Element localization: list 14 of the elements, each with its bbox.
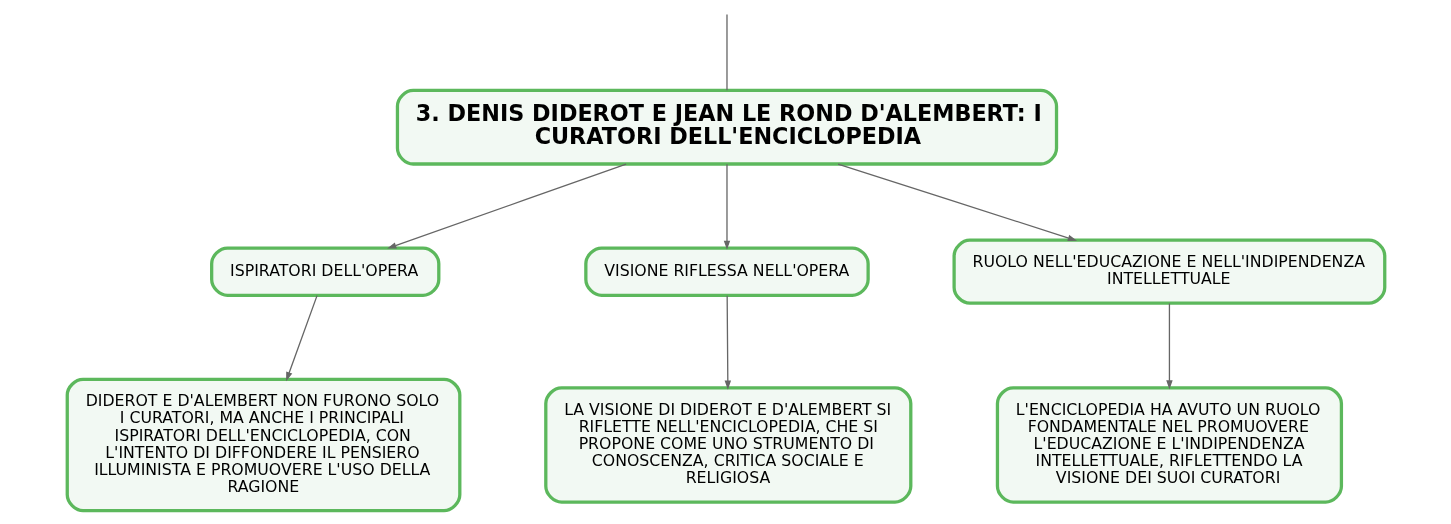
node-box: DIDEROT E D'ALEMBERT NON FURONO SOLO I CURATORI, MA ANCHE I PRINCIPALI ISPIRATORI DELL'ENCICLOPEDIA, CON L'INTENTO DI DIFFONDERE IL PENSIERO ILLUMINISTA E PROMUOVERE L'USO DELLA RAGIONE: [65, 377, 461, 513]
arrow: [386, 163, 627, 249]
arrow: [285, 295, 318, 382]
node-box: RUOLO NELL'EDUCAZIONE E NELL'INDIPENDENZA INTELLETTUALE: [952, 238, 1386, 305]
node-box: L'ENCICLOPEDIA HA AVUTO UN RUOLO FONDAMENTALE NEL PROMUOVERE L'EDUCAZIONE E L'INDIPENDENZA INTELLETTUALE, RIFLETTENDO LA VISIONE DEI SUOI CURATORI: [995, 386, 1343, 504]
node-box: ISPIRATORI DELL'OPERA: [209, 246, 440, 297]
node-box: LA VISIONE DI DIDEROT E D'ALEMBERT SI RIFLETTE NELL'ENCICLOPEDIA, CHE SI PROPONE COME UNO STRUMENTO DI CONOSCENZA, CRITICA SOCIALE E RELIGIOSA: [543, 386, 912, 504]
arrow: [1165, 302, 1173, 390]
connector: [725, 13, 728, 91]
arrow: [836, 163, 1077, 241]
arrow: [723, 163, 730, 250]
node-box: VISIONE RIFLESSA NELL'OPERA: [583, 246, 870, 297]
arrow: [724, 295, 731, 390]
node-box: 3. DENIS DIDEROT E JEAN LE ROND D'ALEMBERT: I CURATORI DELL'ENCICLOPEDIA: [395, 88, 1058, 166]
